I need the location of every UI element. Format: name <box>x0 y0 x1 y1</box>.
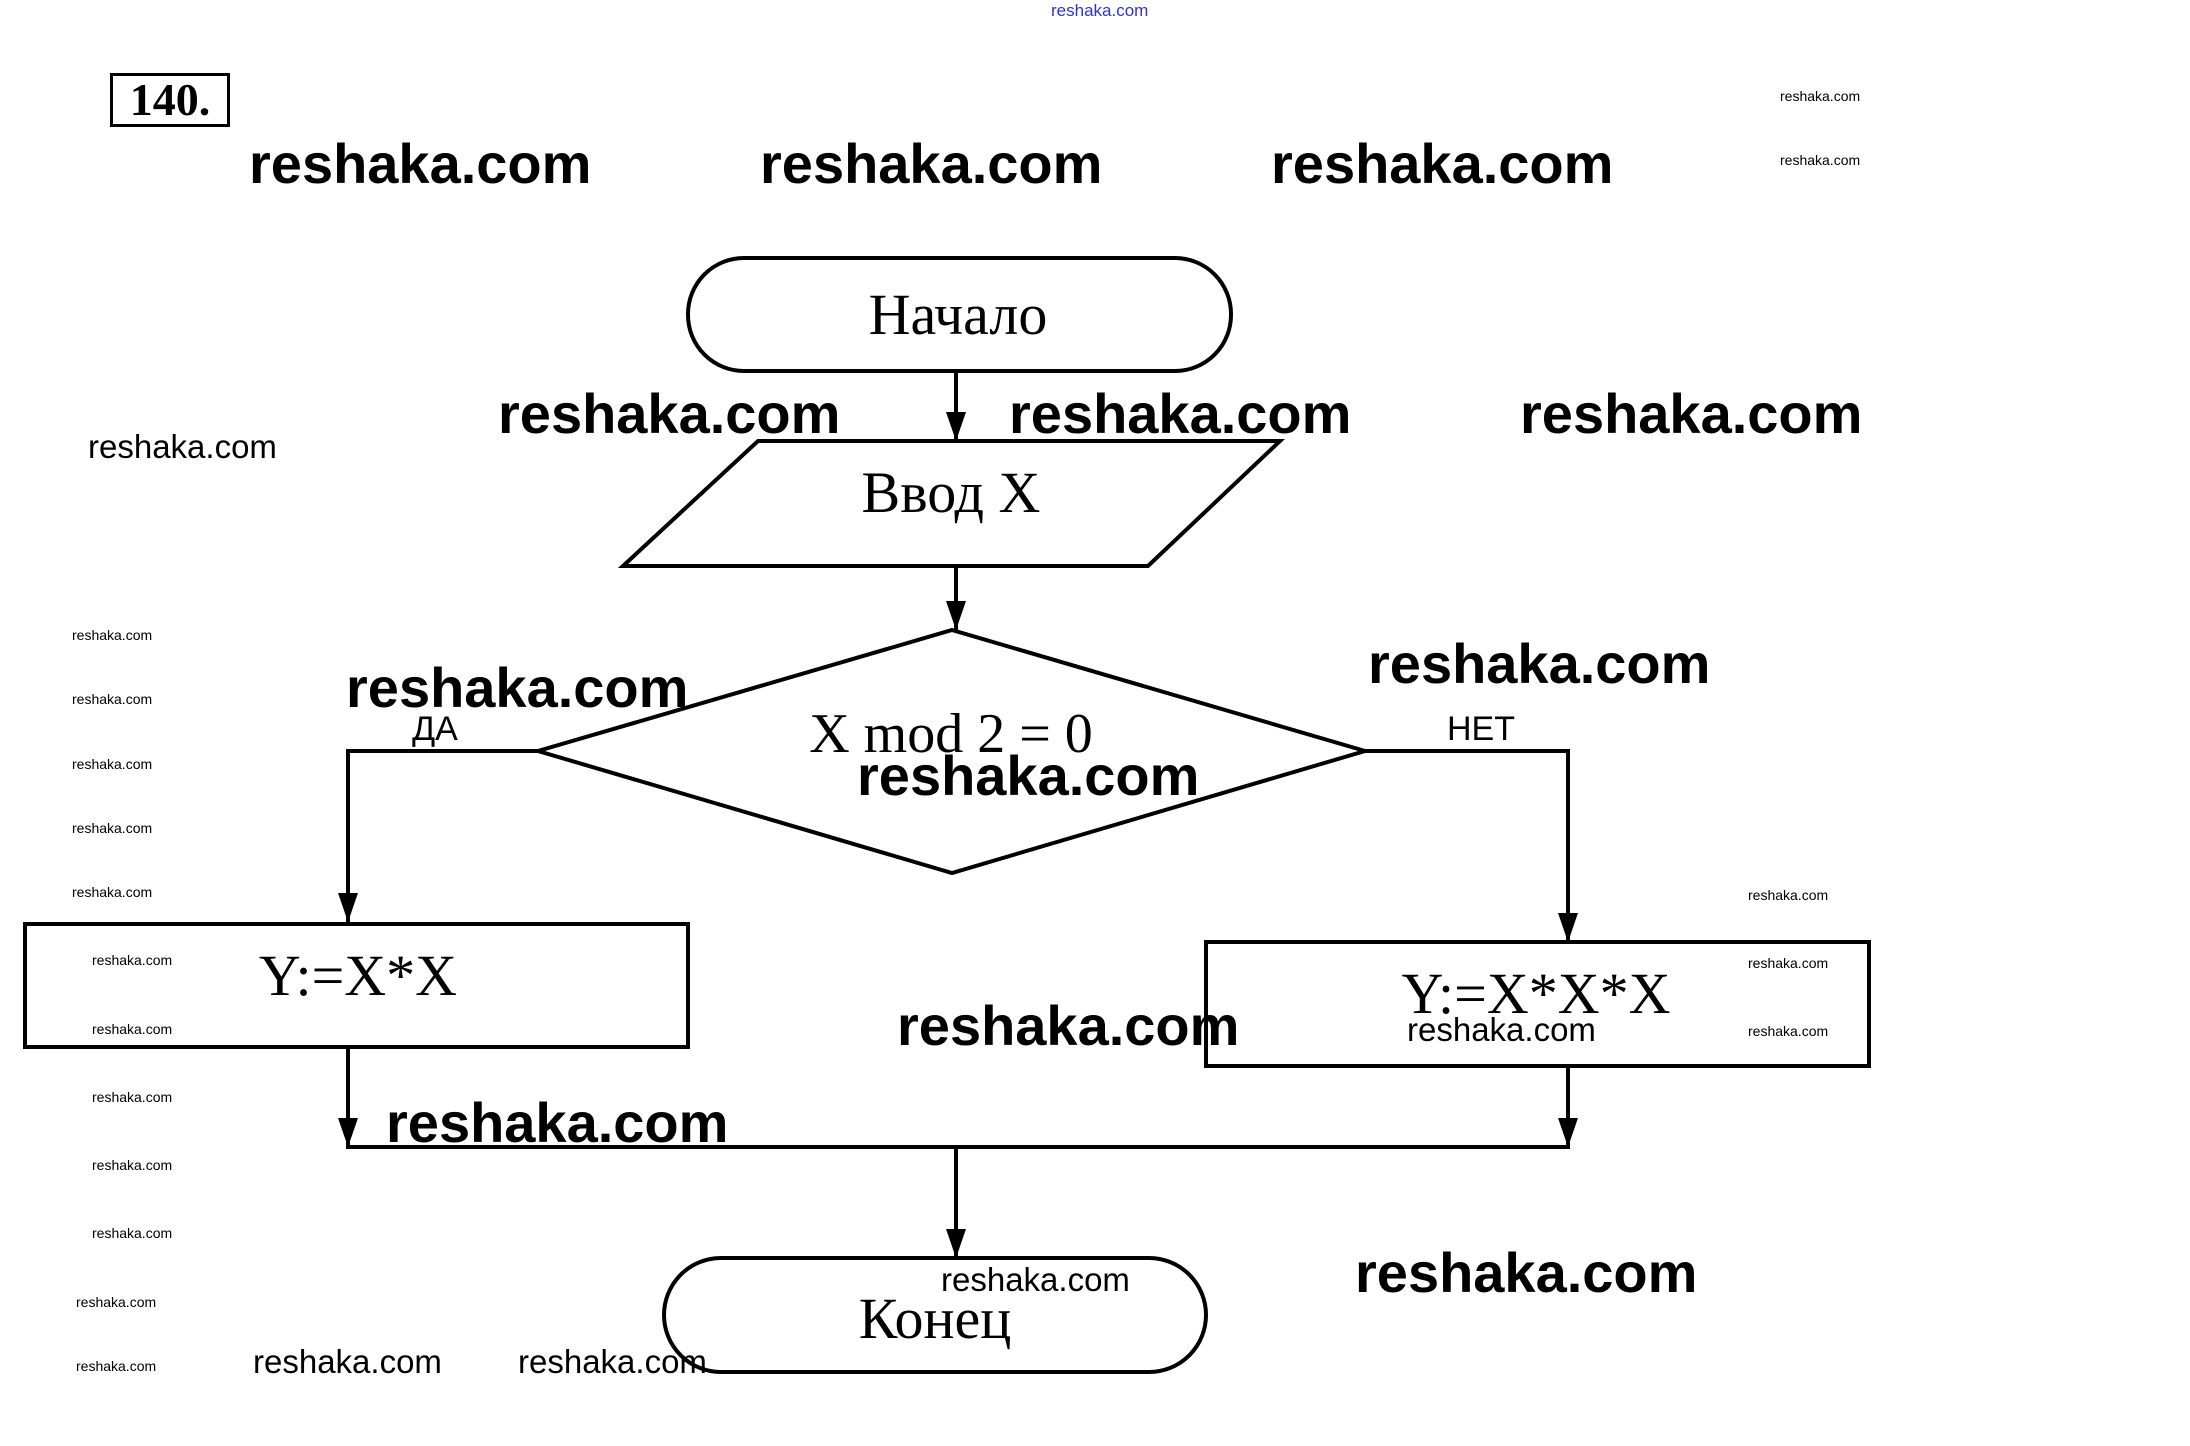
watermark: reshaka.com <box>72 820 153 836</box>
watermark: reshaka.com <box>92 1021 173 1037</box>
input-parallelogram <box>617 439 1286 568</box>
arrowhead-icon <box>1558 1118 1578 1147</box>
watermark: reshaka.com <box>72 884 153 900</box>
problem-number: 140. <box>110 73 230 127</box>
watermark: reshaka.com <box>1748 1023 1829 1039</box>
yes-process-box <box>23 922 690 1049</box>
top-watermark-link[interactable]: reshaka.com <box>1051 1 1149 20</box>
arrowhead-icon <box>338 1118 358 1147</box>
no-process-label: Y:=X*X*X <box>1401 961 1670 1026</box>
watermark: reshaka.com <box>1520 382 1863 445</box>
start-terminator <box>686 256 1233 373</box>
no-process-box <box>1204 940 1871 1068</box>
arrowhead-icon <box>1558 913 1578 942</box>
no-label: НЕТ <box>1447 710 1515 748</box>
decision-label: X mod 2 = 0 <box>809 703 1093 765</box>
arrowhead-icon <box>946 601 966 630</box>
start-label: Начало <box>869 282 1048 347</box>
watermark: reshaka.com <box>88 428 277 465</box>
watermark: reshaka.com <box>1780 88 1861 104</box>
watermark: reshaka.com <box>346 656 689 719</box>
watermark: reshaka.com <box>92 1157 173 1173</box>
end-terminator <box>662 1256 1208 1374</box>
watermark: reshaka.com <box>760 132 1103 195</box>
watermark: reshaka.com <box>1271 132 1614 195</box>
watermark: reshaka.com <box>1368 632 1711 695</box>
watermark: reshaka.com <box>1355 1241 1698 1304</box>
input-label: Ввод X <box>862 460 1041 525</box>
watermark: reshaka.com <box>1748 955 1829 971</box>
watermark: reshaka.com <box>1407 1011 1596 1048</box>
arrowhead-icon <box>338 893 358 922</box>
watermark: reshaka.com <box>76 1294 157 1310</box>
watermark: reshaka.com <box>498 382 841 445</box>
decision-diamond <box>530 627 1373 876</box>
watermark: reshaka.com <box>386 1091 729 1154</box>
end-label: Конец <box>859 1286 1012 1351</box>
watermark: reshaka.com <box>76 1358 157 1374</box>
watermark: reshaka.com <box>92 1225 173 1241</box>
yes-label: ДА <box>412 710 458 748</box>
watermark: reshaka.com <box>72 627 153 643</box>
watermark: reshaka.com <box>92 952 173 968</box>
watermark: reshaka.com <box>72 691 153 707</box>
yes-branch-line <box>346 749 538 922</box>
watermark: reshaka.com <box>1780 152 1861 168</box>
watermark: reshaka.com <box>518 1343 707 1380</box>
no-branch-line <box>1365 749 1570 942</box>
watermark: reshaka.com <box>253 1343 442 1380</box>
watermark: reshaka.com <box>72 756 153 772</box>
arrowhead-icon <box>946 1229 966 1258</box>
watermark: reshaka.com <box>1748 887 1829 903</box>
arrowhead-icon <box>946 412 966 441</box>
watermark: reshaka.com <box>92 1089 173 1105</box>
yes-process-label: Y:=X*X <box>259 943 457 1008</box>
watermark: reshaka.com <box>1009 382 1352 445</box>
watermark: reshaka.com <box>249 132 592 195</box>
watermark: reshaka.com <box>941 1261 1130 1298</box>
watermark: reshaka.com <box>897 994 1240 1057</box>
watermark: reshaka.com <box>857 744 1200 807</box>
